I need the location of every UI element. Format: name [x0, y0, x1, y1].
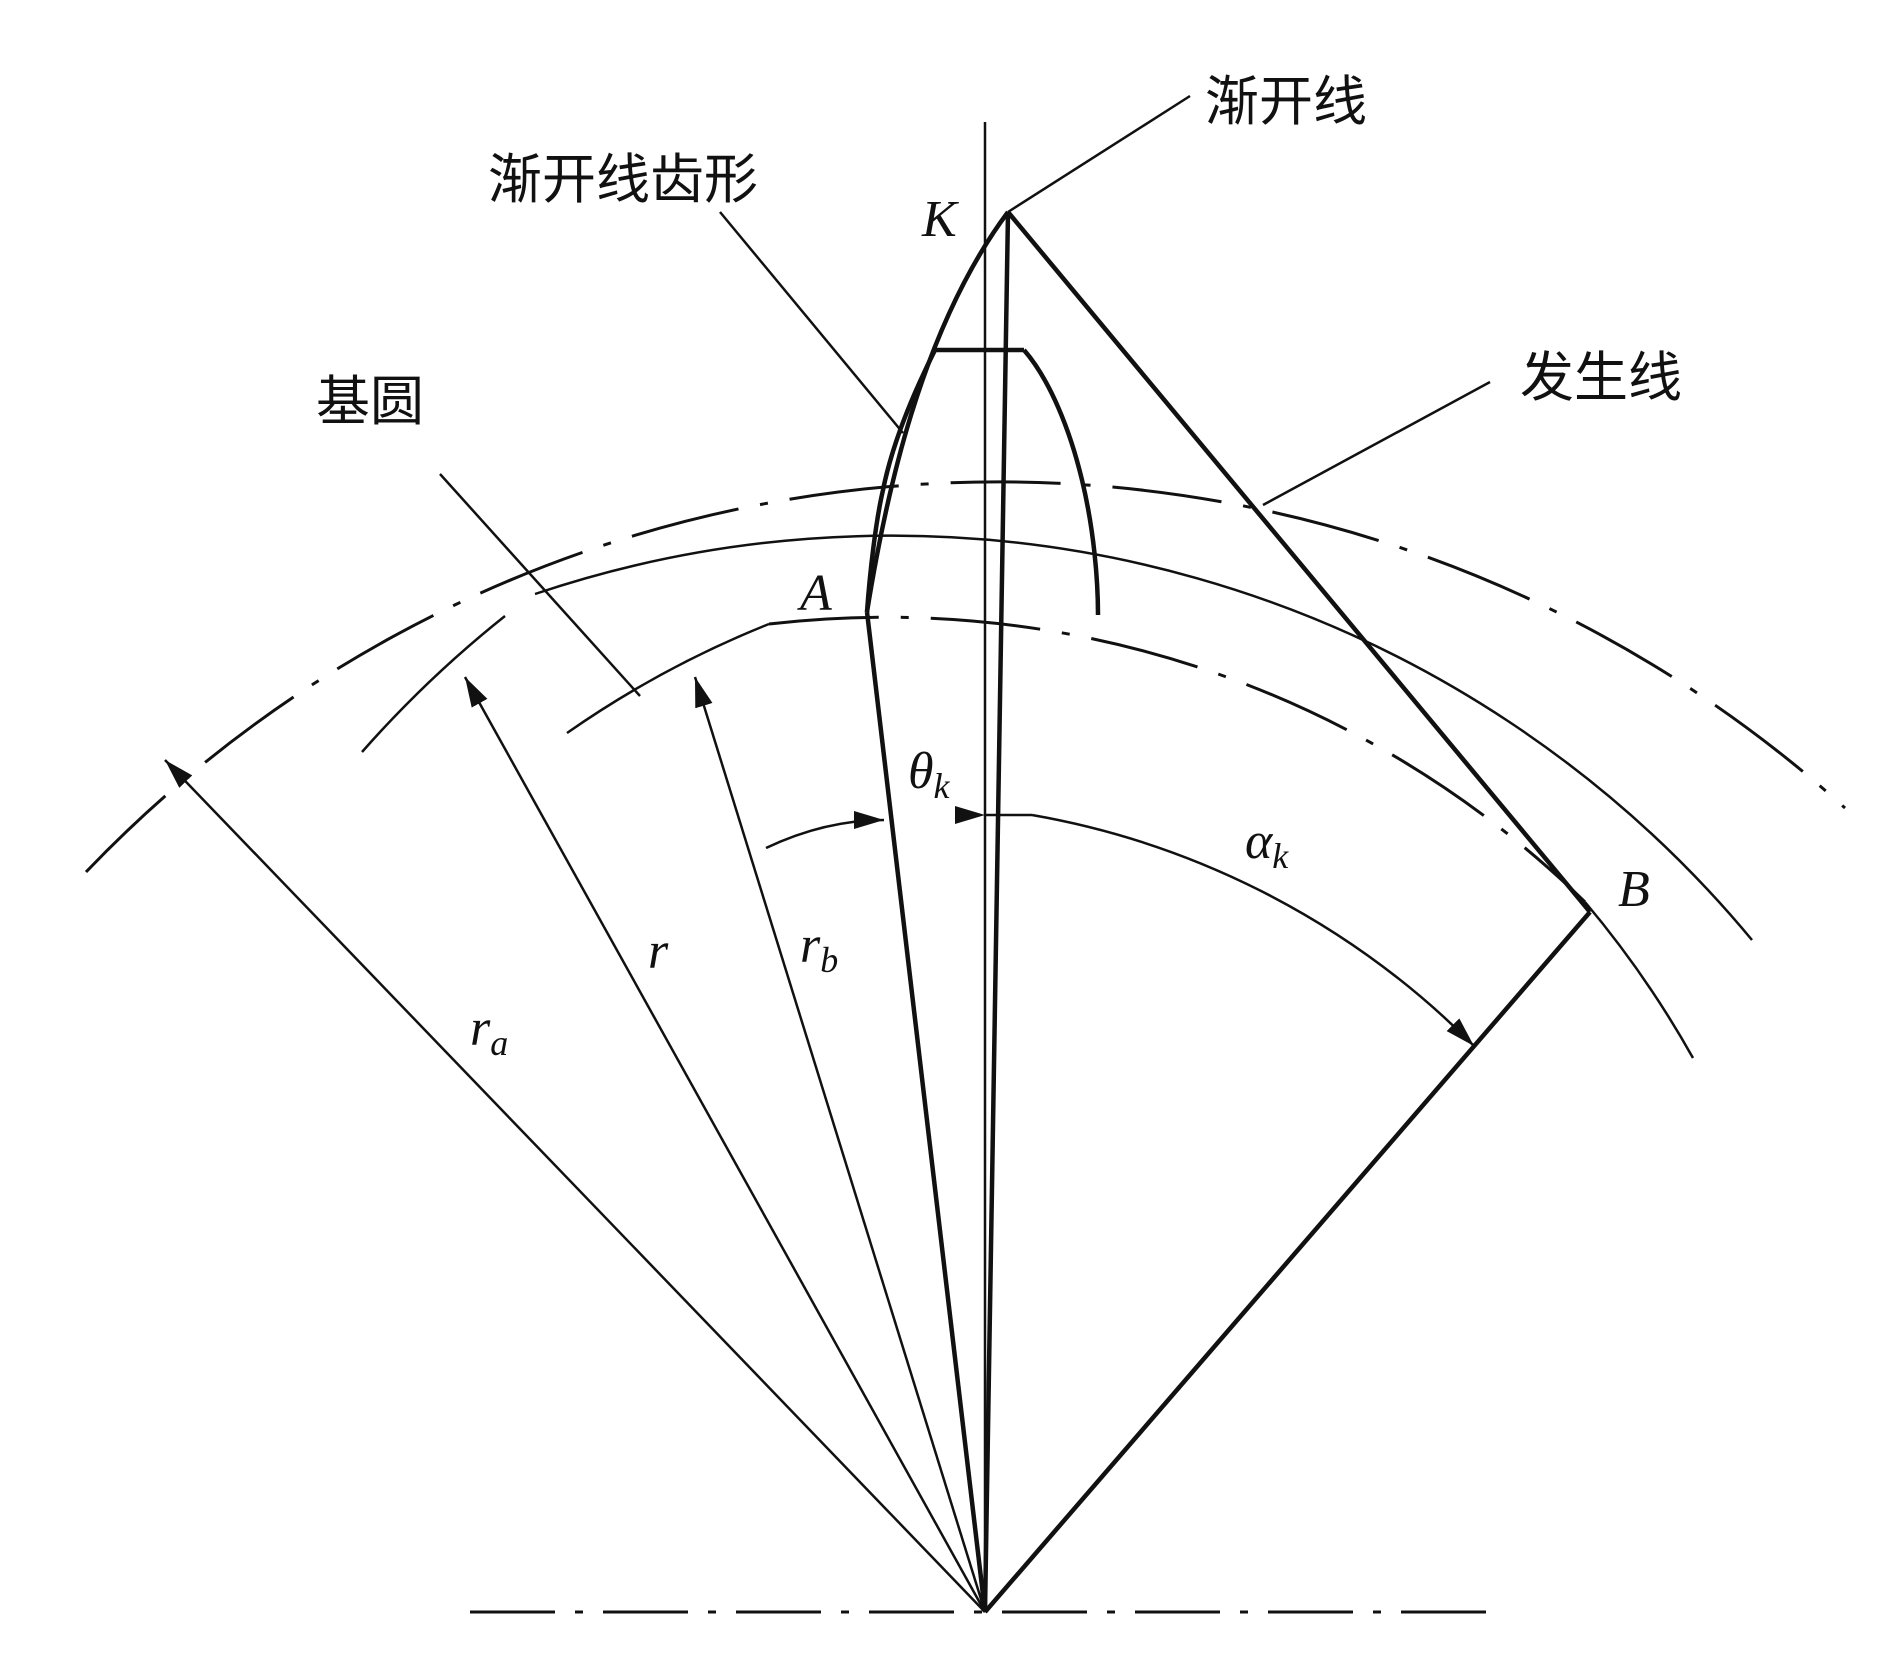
leader-involute [1007, 94, 1191, 214]
label-involute: 渐开线 [1205, 70, 1367, 133]
alpha-symbol: αk [1245, 813, 1289, 876]
label-base-circle: 基圆 [316, 370, 424, 433]
radius-to-A [864, 611, 988, 1613]
tooth-profile-right-flank [1022, 348, 1101, 616]
base-circle-left [566, 622, 770, 735]
pitch-circle-left [361, 615, 506, 753]
ra-dimension-line [164, 759, 986, 1613]
involute-curve [864, 210, 1010, 613]
radius-to-B [983, 910, 1592, 1614]
point-label-A: A [797, 565, 832, 622]
base-circle-right [1584, 901, 1695, 1059]
theta-symbol: θk [908, 743, 951, 806]
point-label-K: K [921, 191, 959, 248]
radius-label-rb: rb [800, 917, 838, 980]
radius-label-ra: ra [470, 1000, 508, 1063]
leader-generating-line [1262, 380, 1491, 507]
angle-arc-left [765, 811, 885, 850]
label-generating-line: 发生线 [1520, 346, 1682, 409]
r-dimension-line [463, 676, 987, 1613]
angle-arc-alpha [1031, 813, 1475, 1047]
radius-label-r: r [648, 923, 669, 980]
radius-to-K [982, 211, 1011, 1613]
leader-tooth-profile [719, 211, 904, 434]
generating-line [1006, 210, 1592, 914]
leader-base-circle [439, 473, 641, 697]
addendum-circle [84, 480, 1847, 874]
pitch-circle-right [534, 534, 1753, 941]
tooth-profile-left-flank [864, 348, 938, 613]
rb-dimension-line [693, 676, 987, 1613]
label-involute-tooth-profile: 渐开线齿形 [488, 148, 758, 211]
point-label-B: B [1618, 861, 1650, 918]
